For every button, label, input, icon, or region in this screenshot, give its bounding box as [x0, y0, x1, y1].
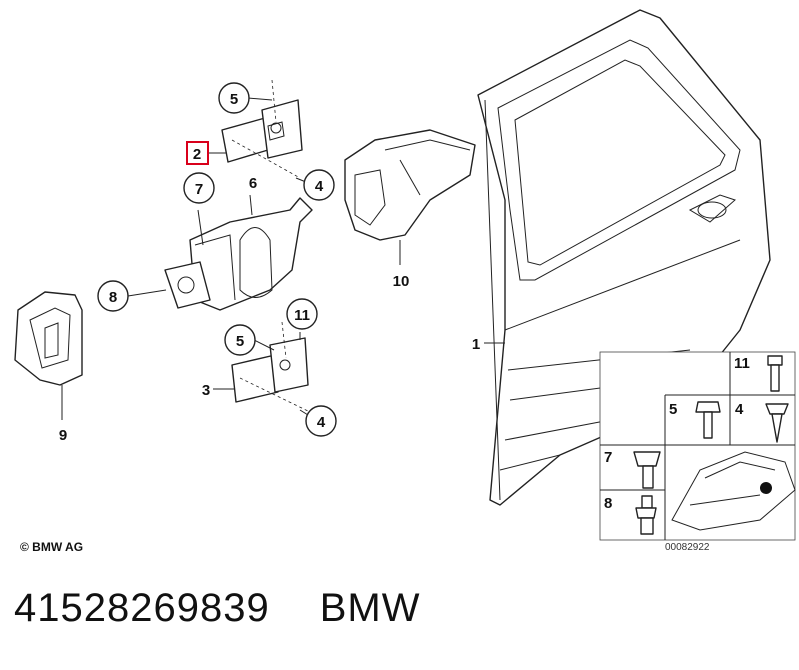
legend-11-label: 11: [734, 355, 750, 372]
callout-11-label: 11: [294, 307, 310, 324]
part-6-hinge-assembly: [164, 194, 313, 311]
callout-8: 8: [97, 280, 129, 312]
fastener-legend: 11 5 4 7 8: [599, 351, 796, 541]
leader-lines: [127, 97, 505, 416]
callout-10: 10: [393, 273, 410, 290]
callout-4-upper: 4: [303, 169, 335, 201]
legend-8-label: 8: [604, 495, 612, 512]
callout-3: 3: [202, 382, 210, 399]
callout-1: 1: [472, 336, 480, 353]
callout-7-label: 7: [195, 181, 203, 198]
callout-6: 6: [249, 175, 257, 192]
callout-7: 7: [183, 172, 215, 204]
stud-8-icon: [635, 495, 657, 535]
callout-11: 11: [286, 298, 318, 330]
part-9-cover: [14, 291, 83, 420]
callout-9-label: 9: [59, 427, 67, 444]
callout-5-lower: 5: [224, 324, 256, 356]
callout-5-upper-label: 5: [230, 91, 238, 108]
callout-4-lower-label: 4: [317, 414, 326, 431]
callout-2-highlight-box: [186, 141, 209, 165]
part-number: 41528269839: [14, 586, 270, 630]
footer-title: 41528269839 BMW: [14, 586, 470, 631]
part-10-bracket: [344, 129, 476, 265]
bolt-5-icon: [695, 401, 721, 439]
part-3-lower-hinge: [231, 321, 311, 413]
callout-10-label: 10: [393, 273, 410, 290]
callout-1-label: 1: [472, 336, 480, 353]
callout-4-lower: 4: [305, 405, 337, 437]
vehicle-locator-icon: [671, 451, 796, 531]
callout-8-label: 8: [109, 289, 117, 306]
screw-4-icon: [765, 403, 789, 443]
part-2-upper-hinge: [221, 79, 303, 179]
bolt-11-icon: [767, 355, 783, 392]
callout-4-upper-label: 4: [315, 178, 324, 195]
bolt-7-icon: [633, 451, 661, 489]
legend-5-label: 5: [669, 401, 677, 418]
callout-2-label: 2: [193, 146, 201, 163]
diagram-code: 00082922: [665, 542, 710, 553]
callout-6-label: 6: [249, 175, 257, 192]
brand-name: BMW: [319, 586, 421, 630]
copyright-notice: © BMW AG: [20, 540, 84, 554]
callout-2: 2: [186, 141, 209, 165]
legend-4-label: 4: [735, 401, 744, 418]
callout-5-upper: 5: [218, 82, 250, 114]
legend-7-label: 7: [604, 449, 612, 466]
callout-9: 9: [59, 427, 67, 444]
callout-5-lower-label: 5: [236, 333, 244, 350]
callout-3-label: 3: [202, 382, 210, 399]
